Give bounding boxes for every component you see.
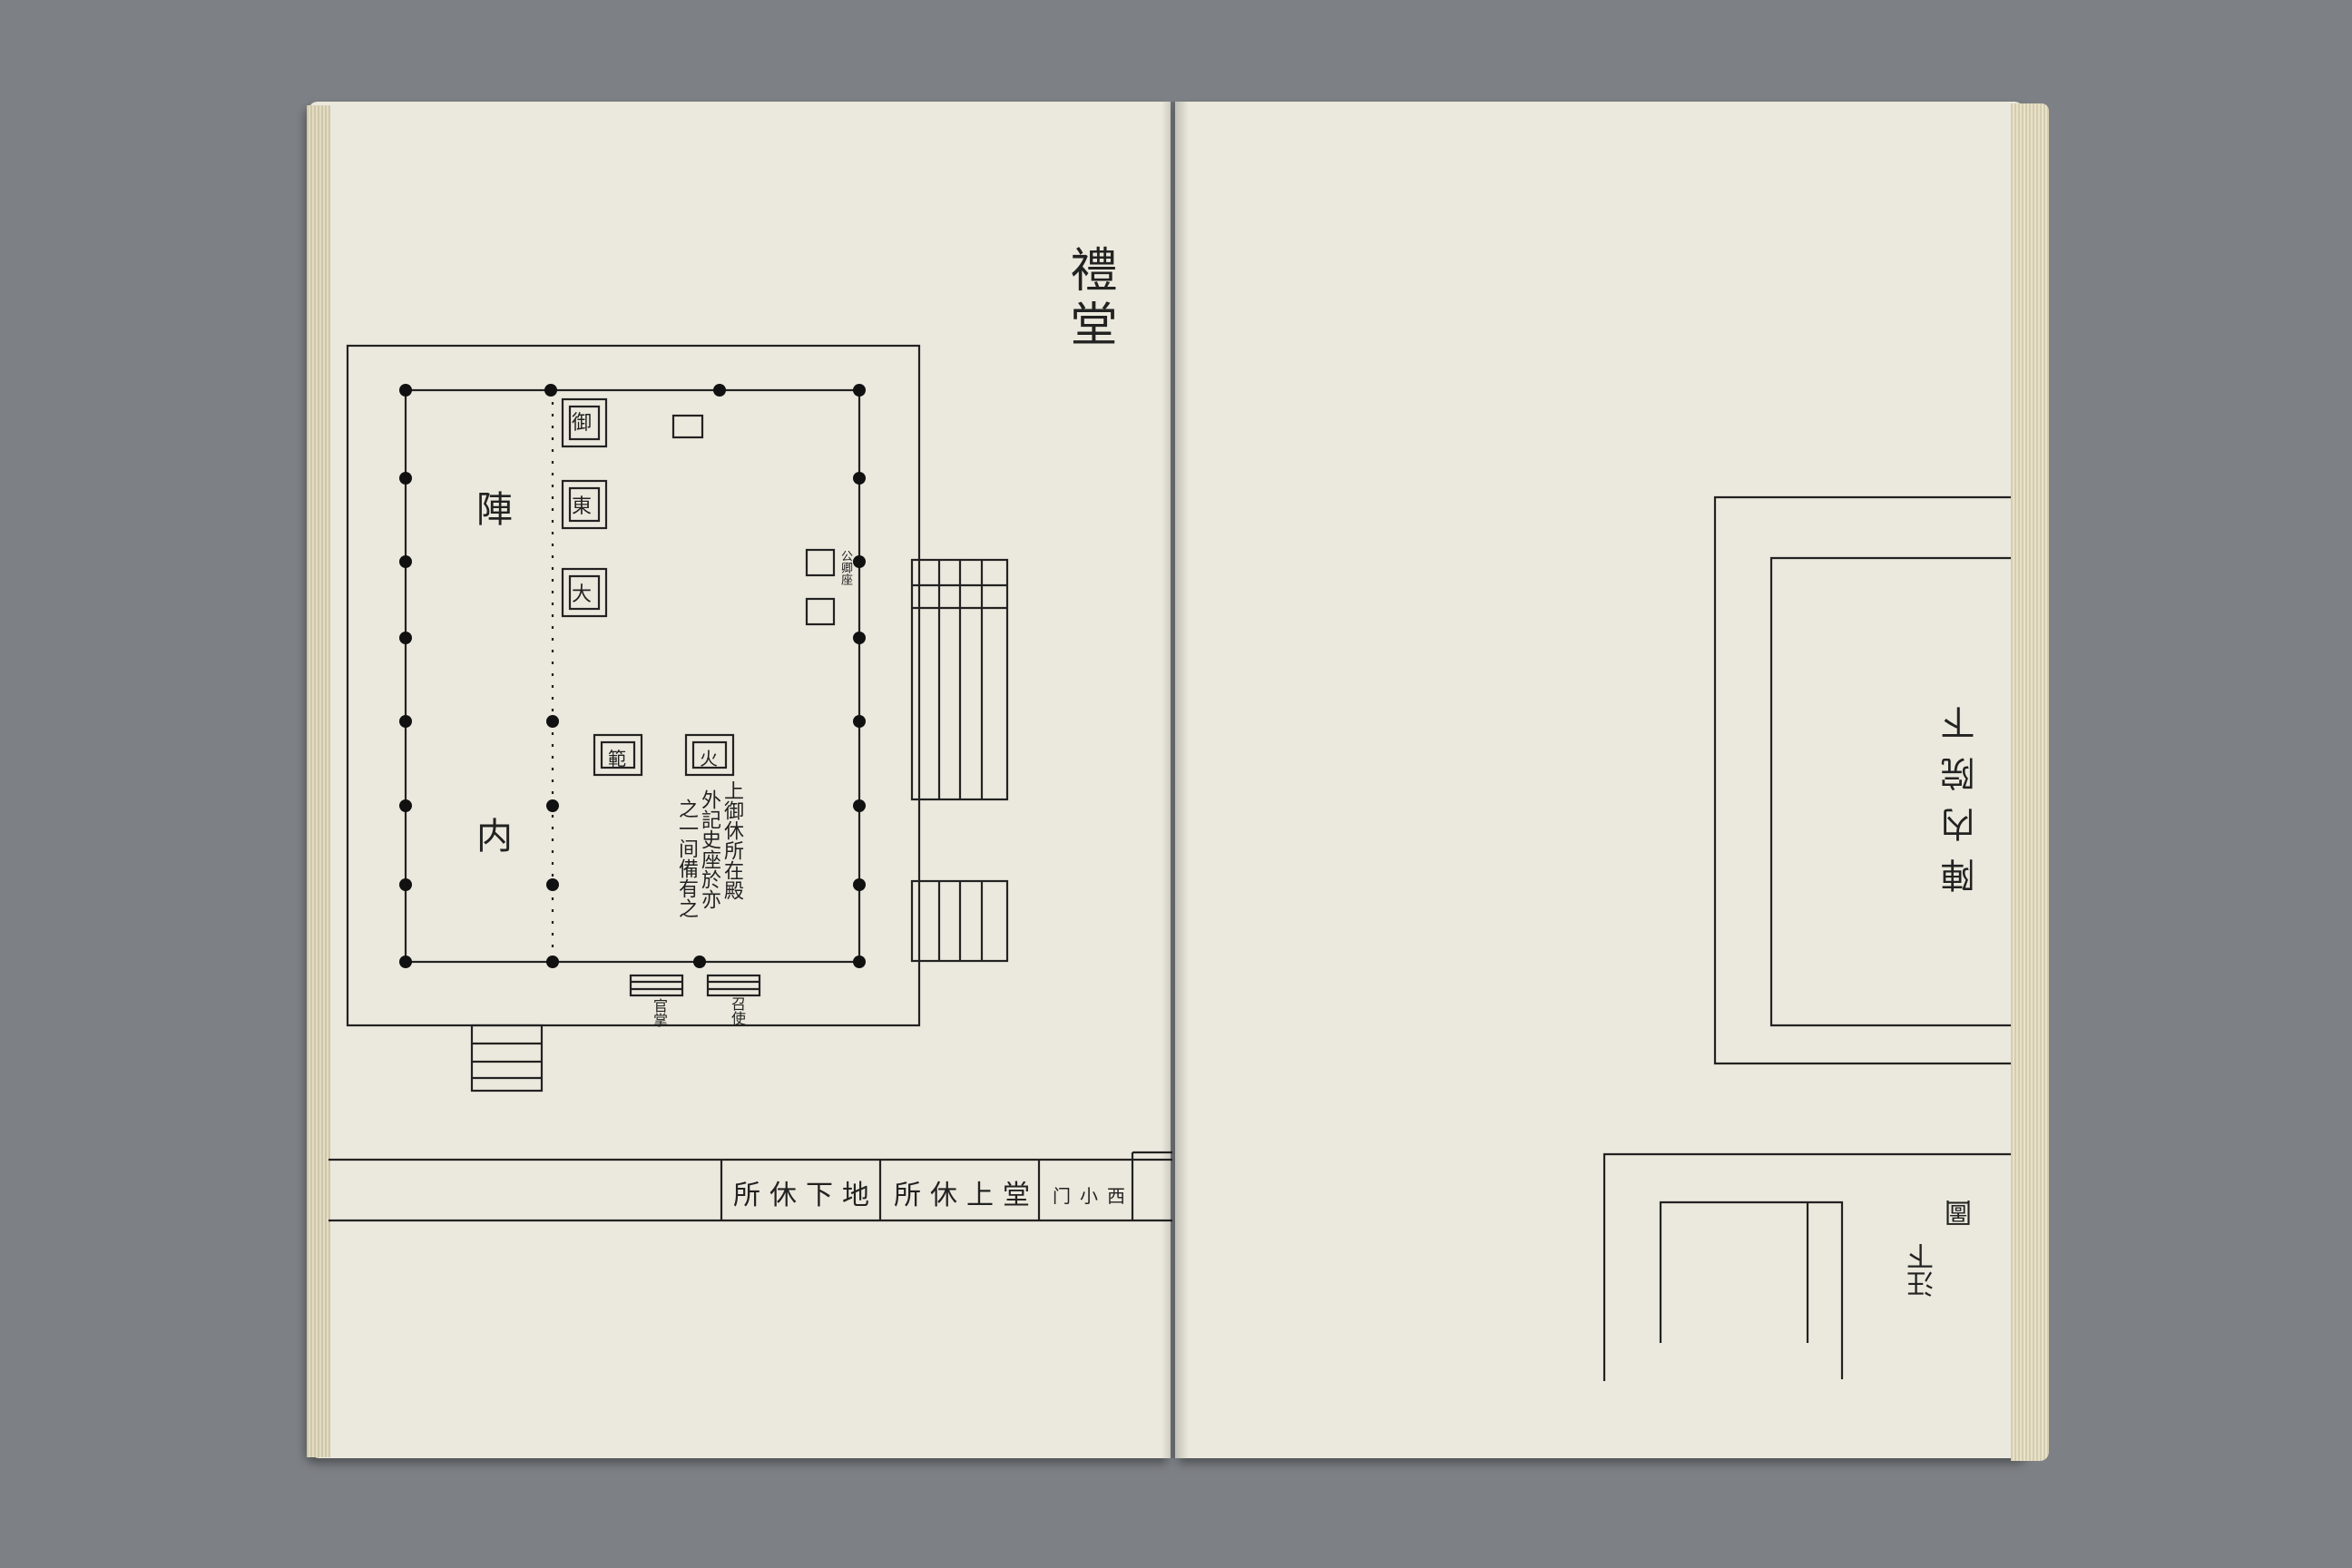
page-title: 禮堂 <box>1062 245 1116 354</box>
seat-fire <box>684 733 735 777</box>
right-inner-box <box>1769 556 2011 1027</box>
corridor-cell-1: 堂上休所 <box>894 1180 1039 1211</box>
book-gutter <box>1161 102 1189 1458</box>
pillars <box>399 384 866 968</box>
corner-label-2: 汪下 <box>1907 1243 1939 1298</box>
seat-label-3: 大 <box>572 583 593 606</box>
right-lower-inner <box>1659 1200 1844 1379</box>
left-page <box>309 102 1171 1458</box>
fire-label: 火 <box>700 748 718 769</box>
south-steps <box>470 1024 544 1093</box>
gate-label: 西小门 <box>1053 1185 1134 1207</box>
note-line-2: 外記史座於亦 <box>698 789 720 909</box>
note-line-3: 之一间備有之 <box>675 799 698 918</box>
small-seat <box>671 414 704 439</box>
right-box-label: 陣内院下 <box>1941 690 1981 893</box>
seat-label-1: 御 <box>572 412 593 435</box>
seat-side-label: 公卿座 <box>838 550 852 585</box>
marker-2 <box>706 974 761 997</box>
marker-label-2: 召使 <box>729 996 746 1025</box>
note-line-1: 上御休所在殿 <box>720 780 743 900</box>
corridor-cell-2: 地下休所 <box>733 1180 878 1211</box>
right-seat-1 <box>805 548 836 577</box>
right-page <box>1175 102 2024 1458</box>
right-lower-box <box>1602 1152 2011 1381</box>
building-outline <box>346 344 921 1027</box>
marker-1 <box>629 974 684 997</box>
seat-3 <box>561 567 608 618</box>
right-seat-2 <box>805 597 836 626</box>
hall-label-top: 陣 <box>470 490 512 526</box>
hall-outline <box>404 388 861 964</box>
corner-label-1: 圖 <box>1945 1200 1977 1227</box>
hall-label-bottom: 内 <box>470 817 512 853</box>
seat-2 <box>561 479 608 530</box>
right-outer-box <box>1713 495 2011 1065</box>
seat-fan <box>593 733 643 777</box>
seat-1 <box>561 397 608 448</box>
seat-label-2: 東 <box>572 495 593 518</box>
left-page-edges <box>307 105 330 1457</box>
marker-label-1: 官掌 <box>651 998 668 1027</box>
fan-label: 範 <box>608 748 626 769</box>
right-page-edges <box>2011 103 2049 1461</box>
